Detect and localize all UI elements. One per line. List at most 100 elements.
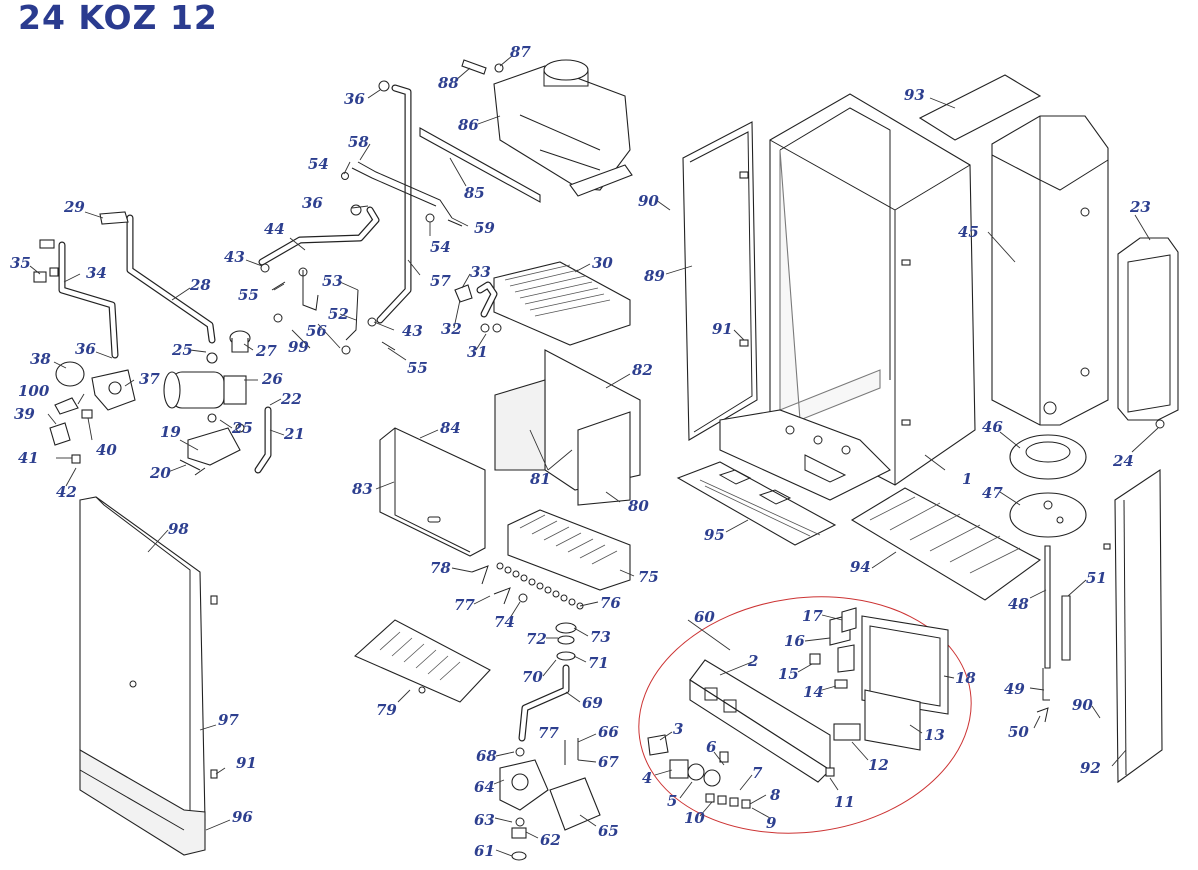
- label-13: 13: [924, 726, 945, 744]
- label-52: 52: [328, 305, 349, 323]
- label-93: 93: [904, 86, 925, 104]
- label-36b: 36: [302, 194, 323, 212]
- label-68: 68: [476, 747, 497, 765]
- label-62: 62: [540, 831, 561, 849]
- label-35: 35: [10, 254, 31, 272]
- label-73: 73: [590, 628, 611, 646]
- burner: [471, 509, 631, 610]
- label-42: 42: [56, 483, 77, 501]
- label-88: 88: [438, 74, 459, 92]
- label-77a: 77: [454, 596, 475, 614]
- label-59: 59: [474, 219, 495, 237]
- label-91b: 91: [236, 754, 257, 772]
- label-37: 37: [139, 370, 160, 388]
- label-19: 19: [160, 423, 181, 441]
- label-98: 98: [168, 520, 189, 538]
- label-81: 81: [530, 470, 551, 488]
- gas-valve-line: [499, 622, 601, 861]
- label-23: 23: [1129, 198, 1151, 216]
- main-casing: [719, 93, 976, 501]
- label-80: 80: [628, 497, 649, 515]
- label-87: 87: [510, 43, 531, 61]
- label-45: 45: [958, 223, 979, 241]
- label-20: 20: [149, 464, 171, 482]
- label-90b: 90: [1072, 696, 1093, 714]
- label-51: 51: [1086, 569, 1107, 587]
- label-54a: 54: [308, 155, 329, 173]
- label-31: 31: [467, 343, 488, 361]
- label-11: 11: [834, 793, 855, 811]
- label-72: 72: [526, 630, 547, 648]
- label-14: 14: [803, 683, 824, 701]
- label-27: 27: [255, 342, 277, 360]
- label-9: 9: [766, 814, 777, 832]
- label-47: 47: [982, 484, 1003, 502]
- label-66: 66: [598, 723, 619, 741]
- label-79: 79: [376, 701, 397, 719]
- label-25b: 25: [231, 419, 253, 437]
- label-61: 61: [474, 842, 495, 860]
- flanges: [1009, 434, 1087, 538]
- label-44: 44: [264, 220, 285, 238]
- label-65: 65: [598, 822, 619, 840]
- label-17: 17: [802, 607, 823, 625]
- label-22: 22: [280, 390, 302, 408]
- label-46: 46: [982, 418, 1003, 436]
- label-29: 29: [63, 198, 85, 216]
- label-1: 1: [962, 470, 972, 488]
- label-60: 60: [694, 608, 715, 626]
- label-85: 85: [464, 184, 485, 202]
- label-90a: 90: [638, 192, 659, 210]
- label-50: 50: [1008, 723, 1029, 741]
- control-panel-group: [638, 596, 972, 834]
- label-10: 10: [684, 809, 705, 827]
- label-96: 96: [232, 808, 253, 826]
- label-25a: 25: [171, 341, 193, 359]
- label-83: 83: [352, 480, 373, 498]
- label-38: 38: [30, 350, 51, 368]
- label-39: 39: [14, 405, 35, 423]
- label-30: 30: [592, 254, 613, 272]
- label-89: 89: [644, 267, 665, 285]
- label-74: 74: [494, 613, 515, 631]
- label-48: 48: [1008, 595, 1029, 613]
- label-63: 63: [474, 811, 495, 829]
- label-57: 57: [430, 272, 451, 290]
- hydraulic-group: [33, 211, 272, 476]
- part-labels: 1 2 3 4 5 6 7 8 9 10 11 12 13 14 15 16 1…: [10, 43, 1151, 860]
- label-86: 86: [458, 116, 479, 134]
- leader-lines: [29, 55, 1159, 857]
- label-18: 18: [955, 669, 976, 687]
- bottom-grilles: [676, 461, 1042, 601]
- label-3: 3: [673, 720, 683, 738]
- heat-exchanger: [454, 261, 631, 346]
- label-26: 26: [261, 370, 283, 388]
- label-33: 33: [470, 263, 491, 281]
- diagram-title: 24 KOZ 12: [18, 0, 218, 37]
- label-71: 71: [588, 654, 609, 672]
- expansion-vessel: [991, 115, 1109, 426]
- label-64: 64: [474, 778, 495, 796]
- label-6: 6: [706, 738, 717, 756]
- label-16: 16: [784, 632, 805, 650]
- rods: [1036, 545, 1071, 723]
- label-32: 32: [441, 320, 462, 338]
- label-69: 69: [582, 694, 603, 712]
- label-28: 28: [189, 276, 211, 294]
- label-70: 70: [522, 668, 543, 686]
- label-84: 84: [440, 419, 461, 437]
- label-2: 2: [747, 652, 758, 670]
- label-36a: 36: [344, 90, 365, 108]
- label-4: 4: [642, 769, 652, 787]
- upper-piping: [258, 80, 463, 355]
- label-40: 40: [96, 441, 117, 459]
- combustion-chamber: [379, 349, 641, 557]
- label-24: 24: [1112, 452, 1134, 470]
- side-panels: [682, 121, 1163, 784]
- label-91a: 91: [712, 320, 733, 338]
- injector-row: [496, 562, 584, 610]
- label-43b: 43: [402, 322, 423, 340]
- label-56: 56: [306, 322, 327, 340]
- label-97: 97: [218, 711, 239, 729]
